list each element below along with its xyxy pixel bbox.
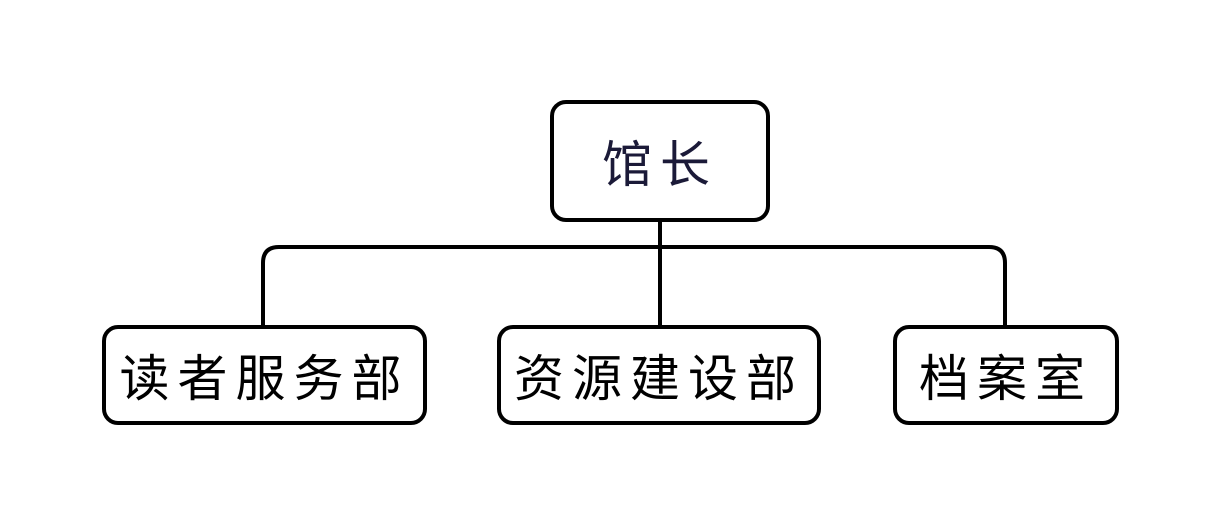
node-reader-services-dept: 读者服务部 [102,325,427,425]
node-resource-development-dept: 资源建设部 [497,325,821,425]
node-archives-room: 档案室 [893,325,1119,425]
connector-bracket [261,245,1007,327]
node-director: 馆长 [550,100,770,222]
